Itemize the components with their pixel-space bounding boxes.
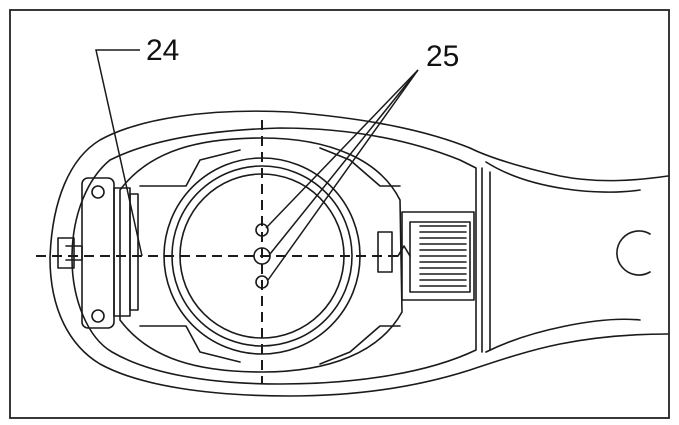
leader-25-c [267, 69, 419, 281]
right-latch-inner [409, 221, 471, 293]
latch-teeth [419, 225, 467, 287]
cavity-rib-right-bottom [319, 325, 401, 365]
bracket-screw-bottom [91, 309, 105, 323]
cavity-rib-right-top [319, 147, 401, 187]
leader-25-a [265, 69, 419, 229]
right-latch-frame [401, 211, 475, 301]
latch-button [377, 231, 393, 273]
callout-25: 25 [426, 40, 459, 73]
leader-24 [95, 49, 143, 257]
callout-24: 24 [146, 34, 179, 67]
bracket-plate-inner [129, 193, 139, 311]
bracket-screw-top [91, 185, 105, 199]
cavity-rib-bottom [139, 325, 241, 363]
latch-arrow [397, 245, 411, 257]
handle-edge-bottom [485, 318, 641, 353]
housing-outline [49, 110, 669, 397]
leader-25-b [269, 69, 419, 255]
left-cam-lever [57, 237, 83, 269]
inner-shell [71, 127, 477, 385]
cavity-rib-top [139, 149, 241, 187]
handle-hole [616, 230, 651, 276]
handle-edge-top [485, 161, 641, 193]
cavity-wall [119, 137, 403, 373]
